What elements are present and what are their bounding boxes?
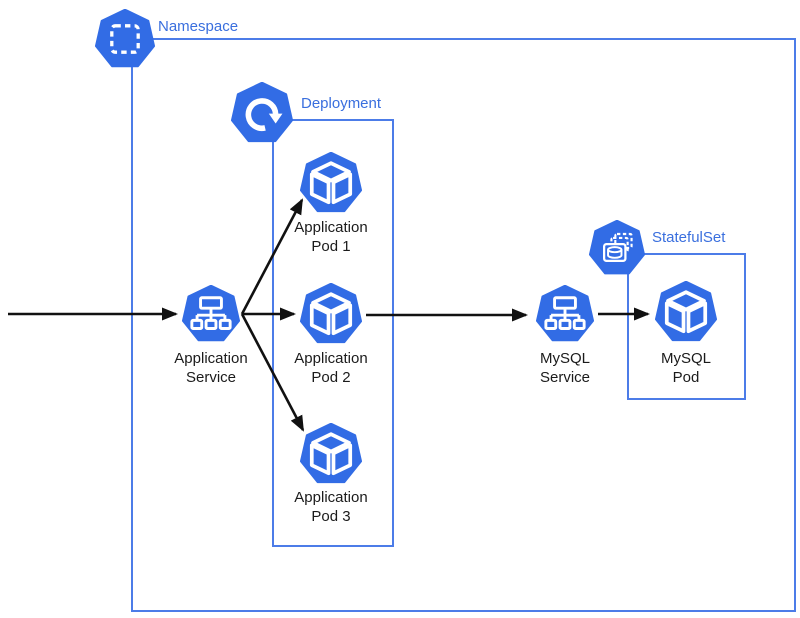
statefulset-label: StatefulSet [652, 229, 726, 246]
service-icon [536, 285, 594, 343]
deployment-label: Deployment [301, 95, 382, 112]
app-pod-2-label: Application Pod 2 [294, 350, 368, 386]
namespace-box [131, 38, 796, 612]
app-pod-3-label: Application Pod 3 [294, 489, 368, 525]
pod-icon [300, 152, 362, 214]
mysql-service-label: MySQL Service [539, 350, 591, 386]
pod-icon [655, 281, 717, 343]
deployment-icon [231, 82, 293, 144]
pod-icon [300, 423, 362, 485]
arrow-app-service-to-pod-3 [240, 313, 305, 432]
mysql-pod-label: MySQL Pod [660, 350, 711, 386]
service-icon [182, 285, 240, 343]
deployment-box [272, 119, 394, 547]
arrow-app-service-to-pod-1 [240, 198, 304, 315]
namespace-label: Namespace [158, 18, 239, 35]
statefulset-icon [589, 220, 645, 276]
app-pod-1-label: Application Pod 1 [294, 219, 368, 255]
namespace-icon [95, 9, 155, 69]
pod-icon [300, 283, 362, 345]
app-service-label: Application Service [174, 350, 248, 386]
statefulset-box [627, 253, 746, 400]
